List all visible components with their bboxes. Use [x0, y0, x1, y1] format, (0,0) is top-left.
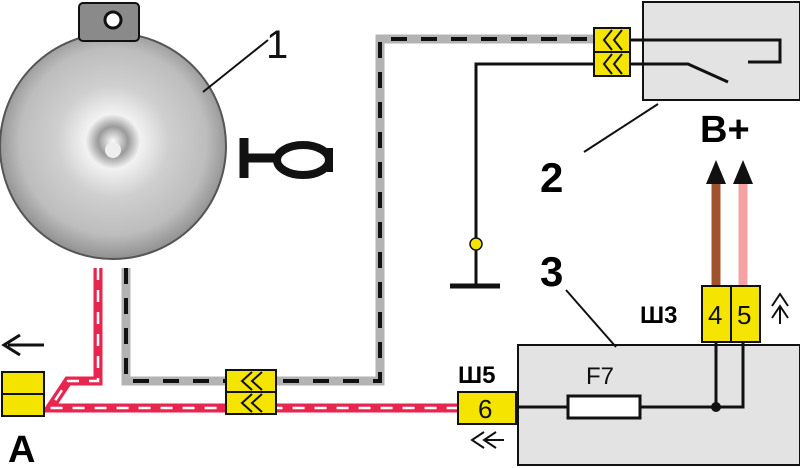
switch-connector: [593, 27, 631, 77]
pin-4-label: 4: [708, 300, 722, 330]
callout-line-3: [565, 289, 617, 348]
callout-1-label: 1: [266, 23, 288, 67]
pin-5-label: 5: [737, 300, 751, 330]
connector-sh3-label: Ш3: [640, 302, 677, 329]
connector-sh5-label: Ш5: [458, 362, 495, 389]
callout-2-label: 2: [540, 154, 563, 201]
ground-point-label: A: [8, 429, 35, 468]
wire-red-white-stripe: [47, 268, 460, 410]
wire-black-ground: [474, 62, 596, 242]
pin-6-box: [457, 391, 517, 425]
horn-switch-box: [642, 1, 800, 101]
pin-6-label: 6: [478, 394, 492, 424]
pin-5-box: [730, 285, 761, 343]
power-label: B+: [700, 109, 750, 151]
inline-connector: [225, 369, 277, 415]
switch-contact-lower: [630, 62, 729, 84]
horn-icon: [239, 138, 333, 179]
fuse-label: F7: [586, 363, 614, 390]
connector-a: [1, 371, 45, 417]
callout-3-label: 3: [540, 248, 563, 295]
callout-line-1: [202, 39, 269, 93]
switch-contact-upper: [630, 38, 782, 64]
arrow-up-icon: [733, 160, 753, 184]
mounting-block: [517, 344, 800, 466]
arrow-up-icon: [706, 160, 726, 184]
wire-gray-black-stripe: [124, 37, 596, 383]
callout-line-2: [583, 103, 659, 153]
ground-point: [469, 237, 483, 251]
junction-dot: [711, 402, 721, 412]
fuse-f7: [566, 394, 642, 420]
